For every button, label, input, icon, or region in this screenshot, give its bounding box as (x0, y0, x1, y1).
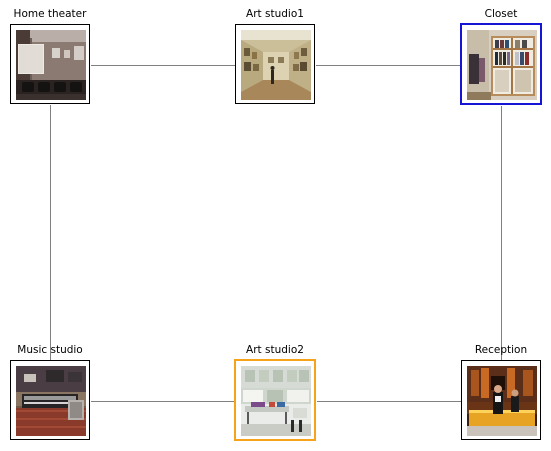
closet-photo-icon (467, 30, 537, 100)
node-label: Closet (484, 8, 518, 20)
node-frame[interactable] (235, 24, 315, 104)
edge-home-theater-music-studio (50, 105, 51, 360)
edge-home-theater-art-studio1 (91, 65, 235, 66)
edge-art-studio2-reception (317, 401, 461, 402)
node-label: Music studio (17, 344, 83, 356)
music-studio-photo-icon (16, 366, 86, 436)
node-frame[interactable] (10, 24, 90, 104)
home-theater-photo-icon (16, 30, 86, 100)
node-label: Reception (474, 344, 528, 356)
node-frame[interactable] (10, 360, 90, 440)
node-label: Art studio1 (246, 8, 304, 20)
node-frame[interactable] (461, 360, 541, 440)
edge-art-studio1-closet (316, 65, 461, 66)
node-label: Home theater (13, 8, 87, 20)
art-studio-photo-icon (241, 30, 311, 100)
node-frame[interactable] (460, 23, 542, 105)
edge-closet-reception (501, 106, 502, 360)
node-label: Art studio2 (246, 344, 304, 356)
art-classroom-photo-icon (241, 366, 311, 436)
reception-photo-icon (467, 366, 537, 436)
node-frame[interactable] (234, 359, 316, 441)
edge-music-studio-art-studio2 (91, 401, 235, 402)
